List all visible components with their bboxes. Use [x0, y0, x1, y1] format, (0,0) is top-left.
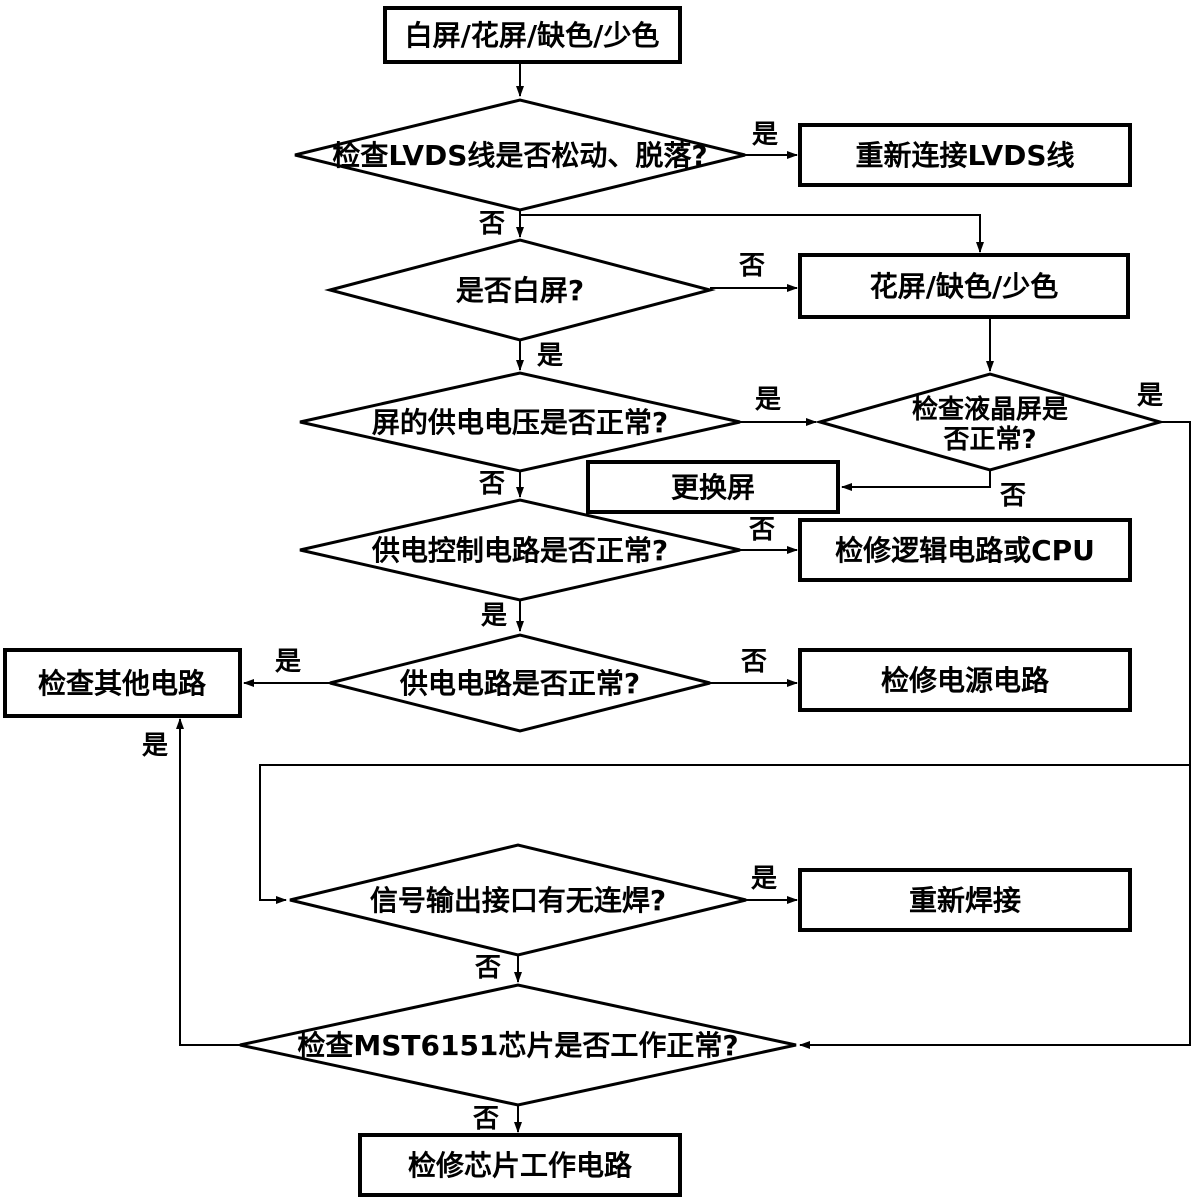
edge-label-no: 否 [479, 469, 505, 499]
node-label: 检查LVDS线是否松动、脱落? [332, 139, 707, 172]
node-screen-voltage: 屏的供电电压是否正常? [299, 371, 741, 473]
edge-check-lcd-no [841, 470, 991, 491]
edge-label-yes: 是 [142, 731, 168, 761]
node-power-ctrl: 供电控制电路是否正常? [299, 498, 741, 602]
node-label: 检修芯片工作电路 [408, 1149, 633, 1182]
edge-check-mst-yes [176, 718, 240, 1046]
node-label: 供电控制电路是否正常? [371, 534, 668, 567]
edge-label-no: 否 [749, 515, 775, 545]
action-box [3, 648, 242, 718]
node-repair-power: 检修电源电路 [798, 648, 1132, 712]
edge-label-no: 否 [473, 1104, 499, 1134]
edge-branch-to-huaping [520, 214, 984, 253]
decision-diamond [329, 633, 711, 733]
decision-diamond [289, 843, 747, 957]
node-label: 重新连接LVDS线 [855, 139, 1074, 172]
edge-branch-to-signal-interface [259, 764, 1190, 904]
edge-label-no: 否 [475, 953, 501, 983]
node-power-circuit: 供电电路是否正常? [329, 633, 711, 733]
node-label: 花屏/缺色/少色 [870, 270, 1058, 303]
edge-check-lcd-yes-long [799, 421, 1191, 1049]
node-repair-logic: 检修逻辑电路或CPU [798, 518, 1132, 582]
action-box [586, 460, 840, 514]
decision-diamond [814, 372, 1166, 472]
decision-diamond [324, 238, 716, 342]
edge-label-no: 否 [741, 647, 767, 677]
start-box [383, 6, 682, 64]
node-label: 检修电源电路 [881, 664, 1050, 697]
node-label: 重新焊接 [909, 884, 1021, 917]
node-resolder: 重新焊接 [798, 868, 1132, 932]
node-check-lvds: 检查LVDS线是否松动、脱落? [294, 98, 746, 212]
node-check-mst: 检查MST6151芯片是否工作正常? [239, 983, 797, 1107]
node-label: 检查MST6151芯片是否工作正常? [297, 1029, 738, 1062]
node-label: 屏的供电电压是否正常? [372, 406, 668, 439]
node-check-other: 检查其他电路 [3, 648, 242, 718]
node-signal-interface: 信号输出接口有无连焊? [289, 843, 747, 957]
decision-diamond [239, 983, 797, 1107]
edge-label-yes: 是 [537, 341, 563, 371]
node-label-line2: 否正常? [943, 425, 1036, 455]
node-label: 白屏/花屏/缺色/少色 [405, 19, 660, 52]
edge-label-yes: 是 [752, 120, 778, 150]
node-label: 信号输出接口有无连焊? [370, 884, 666, 917]
node-replace-screen: 更换屏 [586, 460, 840, 514]
action-box [798, 648, 1132, 712]
action-box [798, 123, 1132, 187]
edge-label-yes: 是 [481, 601, 507, 631]
action-box [358, 1133, 682, 1197]
node-label-line1: 检查液晶屏是 [912, 394, 1068, 425]
node-repair-chip: 检修芯片工作电路 [358, 1133, 682, 1197]
edge-label-yes: 是 [1137, 381, 1163, 411]
edge-label-yes: 是 [751, 864, 777, 894]
node-start: 白屏/花屏/缺色/少色 [383, 6, 682, 64]
node-label: 是否白屏? [456, 274, 584, 307]
node-label: 更换屏 [671, 471, 755, 504]
decision-diamond [294, 98, 746, 212]
edge-label-no: 否 [1000, 481, 1026, 511]
state-box [798, 253, 1130, 319]
action-box [798, 518, 1132, 582]
node-label: 检查其他电路 [38, 667, 207, 700]
action-box [798, 868, 1132, 932]
decision-diamond [299, 498, 741, 602]
node-reconnect-lvds: 重新连接LVDS线 [798, 123, 1132, 187]
node-is-white-screen: 是否白屏? [324, 238, 716, 342]
edge-label-no: 否 [479, 209, 505, 239]
node-check-lcd: 检查液晶屏是 否正常? [814, 372, 1166, 472]
edge-label-no: 否 [739, 251, 765, 281]
edge-label-yes: 是 [275, 647, 301, 677]
node-label: 检修逻辑电路或CPU [835, 534, 1095, 567]
edge-label-yes: 是 [755, 385, 781, 415]
node-huaping: 花屏/缺色/少色 [798, 253, 1130, 319]
decision-diamond [299, 371, 741, 473]
node-label: 供电电路是否正常? [399, 667, 640, 700]
